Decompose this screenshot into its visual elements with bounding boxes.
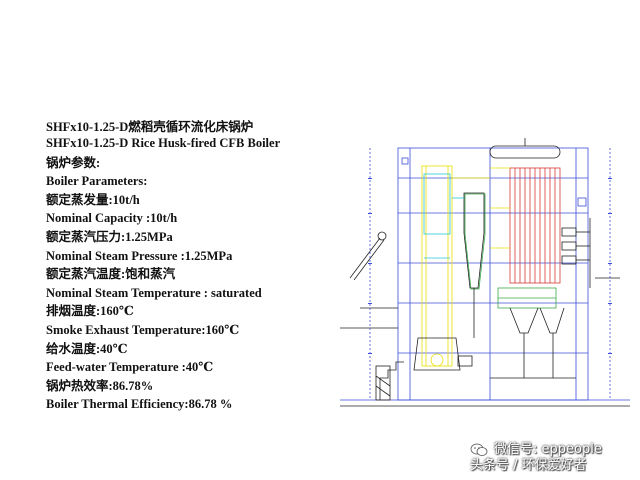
- source-text: 头条号 / 环保爱好者: [470, 458, 587, 473]
- steam-pressure-en: Nominal Steam Pressure :1.25MPa: [46, 248, 233, 263]
- fuel-feeder: [340, 231, 398, 329]
- steam-pressure-cn: 额定蒸汽压力:1.25MPa: [46, 229, 173, 244]
- convection-pass: [509, 167, 561, 284]
- side-piping: [561, 218, 620, 288]
- wechat-id: 微信号: eppeople: [470, 442, 640, 458]
- wechat-icon: [470, 443, 488, 456]
- wechat-text: 微信号: eppeople: [494, 442, 602, 457]
- cyclone-separator: [452, 192, 486, 338]
- exhaust-temperature-cn: 排烟温度:160℃: [46, 304, 134, 319]
- exhaust-temperature-en: Smoke Exhaust Temperature:160℃: [46, 322, 240, 337]
- parameters-heading-cn: 锅炉参数:: [46, 155, 101, 170]
- steam-temperature-cn: 额定蒸汽温度:饱和蒸汽: [46, 267, 176, 282]
- model-title-en: SHFx10-1.25-D Rice Husk-fired CFB Boiler: [46, 135, 281, 150]
- capacity-cn: 额定蒸发量:10t/h: [46, 192, 140, 207]
- thermal-efficiency-en: Boiler Thermal Efficiency:86.78 %: [46, 397, 233, 412]
- boiler-spec-text: SHFx10-1.25-D燃稻壳循环流化床锅炉 SHFx10-1.25-D Ri…: [46, 118, 346, 414]
- watermark: 微信号: eppeople 头条号 / 环保爱好者: [470, 442, 640, 474]
- steam-drum: [489, 138, 561, 159]
- furnace: [421, 165, 453, 367]
- steam-temperature-en: Nominal Steam Temperature : saturated: [46, 285, 262, 300]
- capacity-en: Nominal Capacity :10t/h: [46, 211, 178, 226]
- stairs: [375, 361, 404, 401]
- model-title-cn: SHFx10-1.25-D燃稻壳循环流化床锅炉: [46, 120, 254, 134]
- parameters-heading-en: Boiler Parameters:: [46, 174, 148, 189]
- feedwater-temperature-cn: 给水温度:40℃: [46, 341, 128, 356]
- feedwater-temperature-en: Feed-water Temperature :40℃: [46, 360, 214, 375]
- steel-frame: [397, 147, 589, 401]
- boiler-cad-drawing: [340, 138, 630, 407]
- thermal-efficiency-cn: 锅炉热效率:86.78%: [46, 378, 154, 393]
